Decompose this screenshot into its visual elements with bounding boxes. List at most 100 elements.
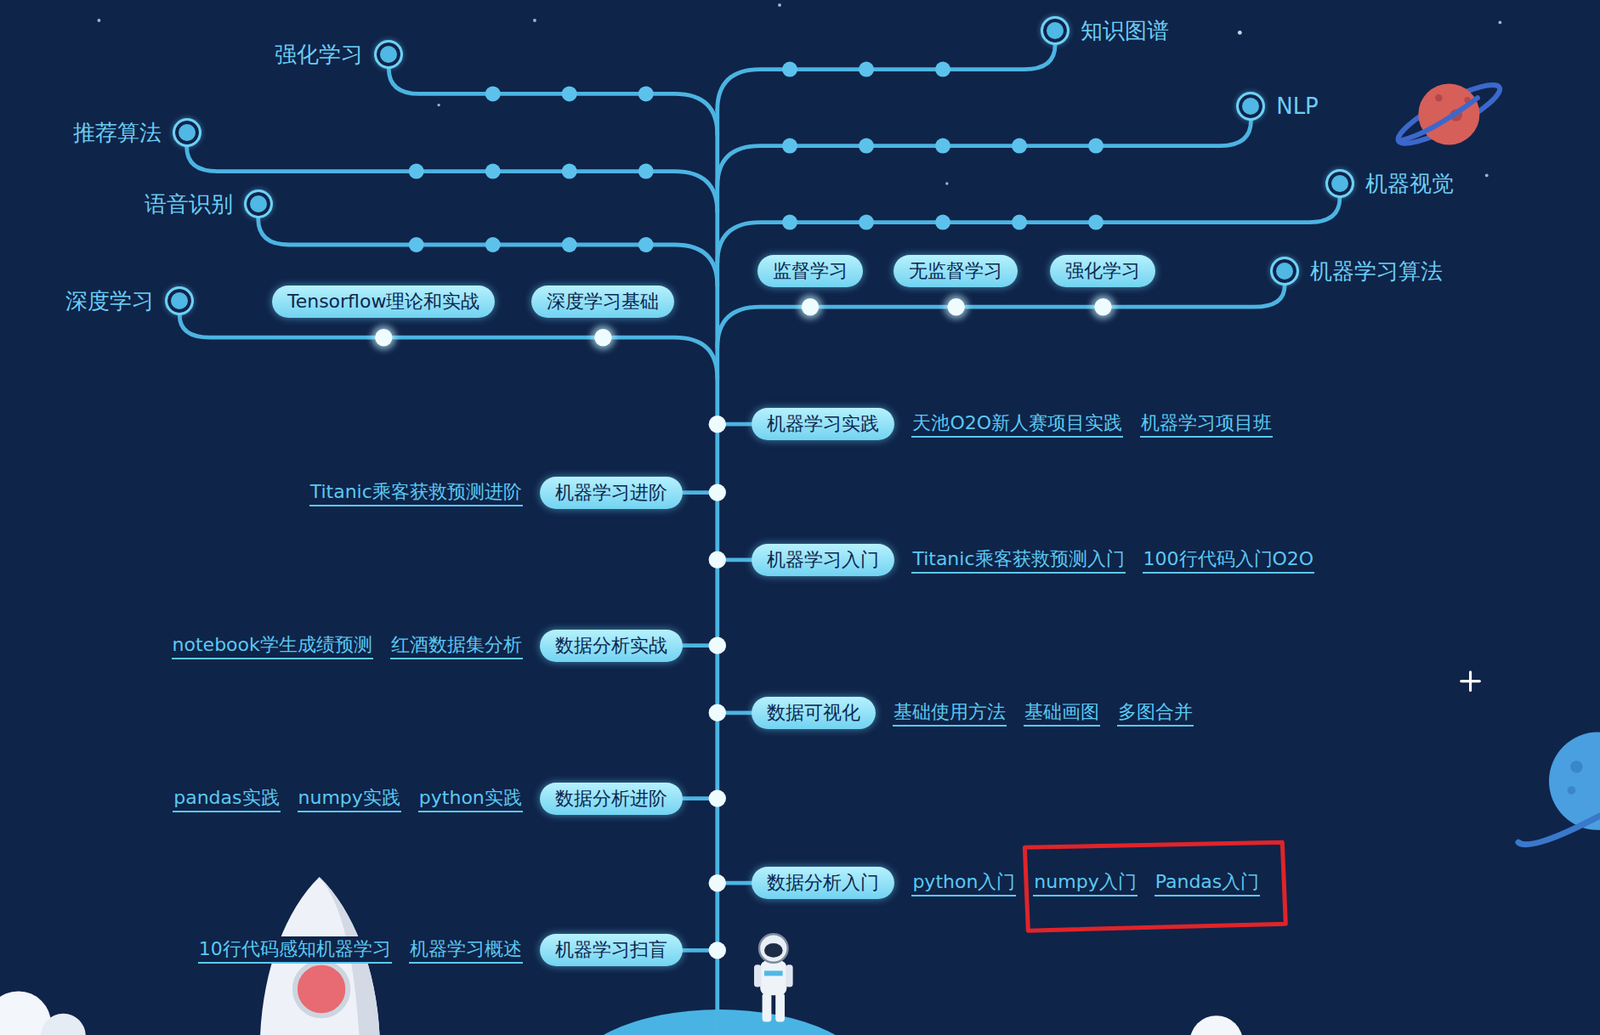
trunk-dot	[709, 551, 727, 569]
star	[533, 18, 537, 23]
topic-heading: 强化学习	[274, 40, 364, 69]
branch-dot	[561, 85, 578, 102]
link-label: python实践	[418, 785, 523, 813]
branch-dot	[782, 215, 798, 231]
branch-line	[179, 315, 718, 379]
pill-label: 数据分析实战	[555, 635, 668, 657]
branch-dot	[485, 237, 501, 253]
pill-label: 深度学习基础	[546, 290, 659, 313]
trunk-dot	[709, 483, 727, 501]
star	[945, 181, 948, 185]
trunk-dot	[709, 636, 727, 654]
topic-pill: 机器学习入门	[751, 544, 895, 577]
branch-dots	[408, 62, 1104, 253]
topic-pill: 无监督学习	[893, 255, 1018, 288]
topic-pill: 机器学习实践	[751, 408, 895, 441]
pill-label: 监督学习	[772, 260, 848, 282]
pill-label: 机器学习入门	[766, 549, 880, 571]
branch-line	[717, 120, 1252, 188]
highlight-box	[1024, 842, 1286, 931]
glow-dot	[594, 329, 612, 347]
link-label: 基础使用方法	[892, 699, 1007, 727]
branch-dot	[638, 85, 654, 102]
star	[436, 103, 440, 107]
topic-heading: 机器学习算法	[1310, 257, 1443, 285]
topic-heading: 知识图谱	[1080, 17, 1169, 45]
link-label: 10行代码感知机器学习	[198, 936, 392, 965]
branch-dot	[561, 237, 578, 253]
trunk-dot	[709, 415, 727, 433]
branch-dot	[935, 62, 951, 78]
topic-pill: 机器学习进阶	[539, 476, 683, 510]
glow-dot	[947, 298, 965, 316]
pill-label: Tensorflow理论和实战	[287, 290, 480, 313]
planet-crater	[1567, 786, 1577, 795]
planet-crater	[1435, 94, 1442, 102]
branch-dot	[935, 138, 951, 154]
branch-dot	[1088, 138, 1104, 154]
topic-heading: 推荐算法	[73, 119, 162, 147]
pill-label: 数据分析进阶	[555, 788, 668, 810]
topic-circle: 机器学习算法	[1270, 256, 1300, 286]
topic-circle: 推荐算法	[172, 118, 202, 148]
glow-dot	[374, 329, 392, 347]
branch-dot	[638, 237, 654, 253]
star	[97, 18, 102, 23]
topic-pill: 强化学习	[1049, 255, 1156, 288]
topic-heading: 深度学习	[65, 287, 154, 315]
glow-dot	[1094, 298, 1112, 316]
branch-dot	[858, 62, 874, 78]
glow-dots	[371, 295, 1116, 960]
topic-pill: 数据分析实战	[539, 629, 683, 663]
topic-circle: 深度学习	[164, 286, 194, 316]
branch-dot	[1088, 215, 1104, 231]
topic-pill: 数据可视化	[751, 697, 876, 730]
link-label: 天池O2O新人赛项目实践	[911, 410, 1124, 438]
trunk-dot	[709, 789, 727, 807]
branch-dot	[408, 164, 425, 180]
branch-dot	[782, 62, 798, 78]
link-label: numpy实践	[297, 785, 402, 813]
pill-label: 无监督学习	[908, 260, 1003, 282]
pill-label: 数据分析入门	[766, 872, 880, 894]
topic-heading: 机器视觉	[1365, 170, 1454, 198]
branch-line	[717, 198, 1340, 264]
star-cross	[1461, 672, 1481, 692]
branch-dot	[935, 215, 951, 231]
branch-line	[258, 218, 718, 286]
branch-dot	[858, 215, 874, 231]
branch-dot	[638, 164, 654, 180]
branch-line	[717, 285, 1285, 348]
branch-line	[388, 68, 717, 135]
branch-lines	[179, 45, 1340, 1035]
link-label: 机器学习项目班	[1140, 410, 1273, 438]
dot-glow	[1090, 295, 1116, 320]
star	[777, 3, 782, 7]
branch-dot	[408, 237, 425, 253]
topic-pill: 机器学习扫盲	[539, 934, 683, 967]
branch-dot	[485, 164, 501, 180]
branch-dot	[1011, 138, 1027, 154]
astronaut-body	[760, 960, 787, 996]
trunk-dot	[709, 941, 727, 959]
branch-dot	[1011, 215, 1027, 231]
cloud	[40, 1014, 86, 1035]
link-label: 机器学习概述	[408, 936, 523, 965]
astronaut-belt	[764, 970, 783, 976]
rocket-window	[295, 963, 348, 1016]
branch-line	[717, 45, 1056, 111]
cloud	[1189, 1015, 1243, 1035]
link-label: 多图合并	[1117, 699, 1194, 727]
astronaut-leg	[775, 993, 785, 1023]
branch-dot	[485, 85, 501, 102]
link-label: python入门	[911, 869, 1016, 897]
astronaut-helmet	[759, 934, 789, 964]
topic-heading: NLP	[1276, 92, 1319, 120]
dot-glow	[371, 325, 397, 351]
planet-ring	[1518, 816, 1600, 846]
link-label: 100行代码入门O2O	[1142, 546, 1316, 574]
topic-circle: 语音识别	[243, 189, 273, 219]
star	[1485, 173, 1489, 177]
trunk-dot	[709, 704, 727, 722]
